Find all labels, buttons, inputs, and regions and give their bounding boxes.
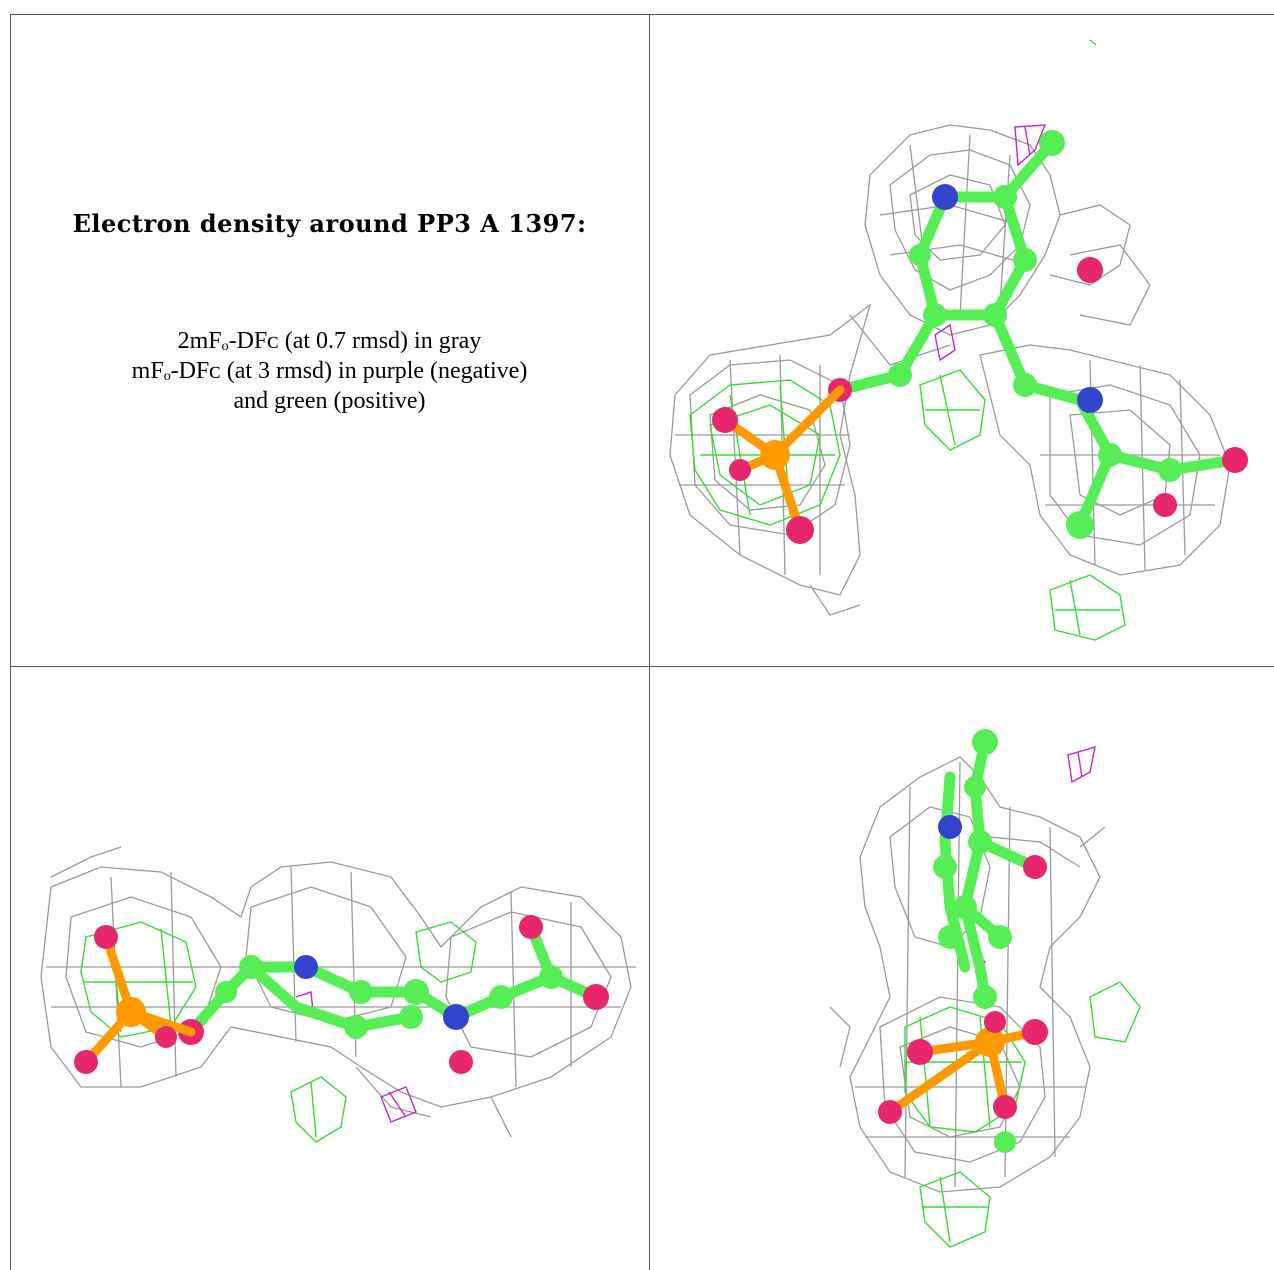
gray-mesh [40, 846, 636, 1138]
phosphorus-atom [116, 997, 146, 1027]
gray-mesh [669, 124, 1231, 616]
caption-cell: Electron density around PP3 A 1397: 2mFₒ… [10, 14, 649, 666]
purple-density [934, 124, 1047, 362]
phosphorus-atom [975, 1027, 1005, 1057]
density-view-bottom-right-image [829, 729, 1141, 1248]
view-top-right [650, 15, 1274, 666]
left-border [10, 14, 11, 1270]
phosphate-group [878, 1011, 1048, 1153]
density-view-bottom-left-image [40, 846, 636, 1143]
green-density [904, 981, 1141, 1248]
caption-legend: 2mFₒ-DFᴄ (at 0.7 rmsd) in gray mFₒ-DFᴄ (… [10, 326, 649, 416]
view-bottom-right [650, 667, 1274, 1270]
oxygen-atom [449, 1050, 473, 1074]
molecule-atoms [178, 915, 609, 1074]
molecule-bonds [185, 921, 602, 1038]
horizontal-divider [10, 666, 1274, 667]
figure-grid: Electron density around PP3 A 1397: 2mFₒ… [10, 14, 1274, 1270]
caption-line-purple: mFₒ-DFᴄ (at 3 rmsd) in purple (negative) [131, 358, 528, 384]
oxygen-atom [1023, 855, 1047, 879]
caption-line-gray: 2mFₒ-DFᴄ (at 0.7 rmsd) in gray [177, 328, 482, 354]
caption-line-green: and green (positive) [233, 388, 426, 414]
nitrogen-atom [932, 184, 958, 210]
oxygen-atom [1077, 257, 1103, 283]
purple-density [295, 991, 417, 1123]
molecule-atoms [933, 729, 1047, 1009]
middle-divider [649, 14, 650, 1270]
phosphate-group [74, 925, 196, 1074]
density-view-top-right-image [669, 39, 1248, 641]
nitrogen-atom [938, 815, 962, 839]
green-density [80, 921, 477, 1143]
nitrogen-atom [294, 955, 318, 979]
view-bottom-left [11, 667, 649, 1270]
gray-mesh [829, 756, 1106, 1193]
phosphorus-atom [760, 440, 790, 470]
top-border [10, 14, 1274, 15]
molecule-atoms [828, 130, 1248, 539]
caption-title: Electron density around PP3 A 1397: [72, 209, 587, 238]
green-density [689, 39, 1126, 641]
phosphate-group [712, 385, 845, 544]
